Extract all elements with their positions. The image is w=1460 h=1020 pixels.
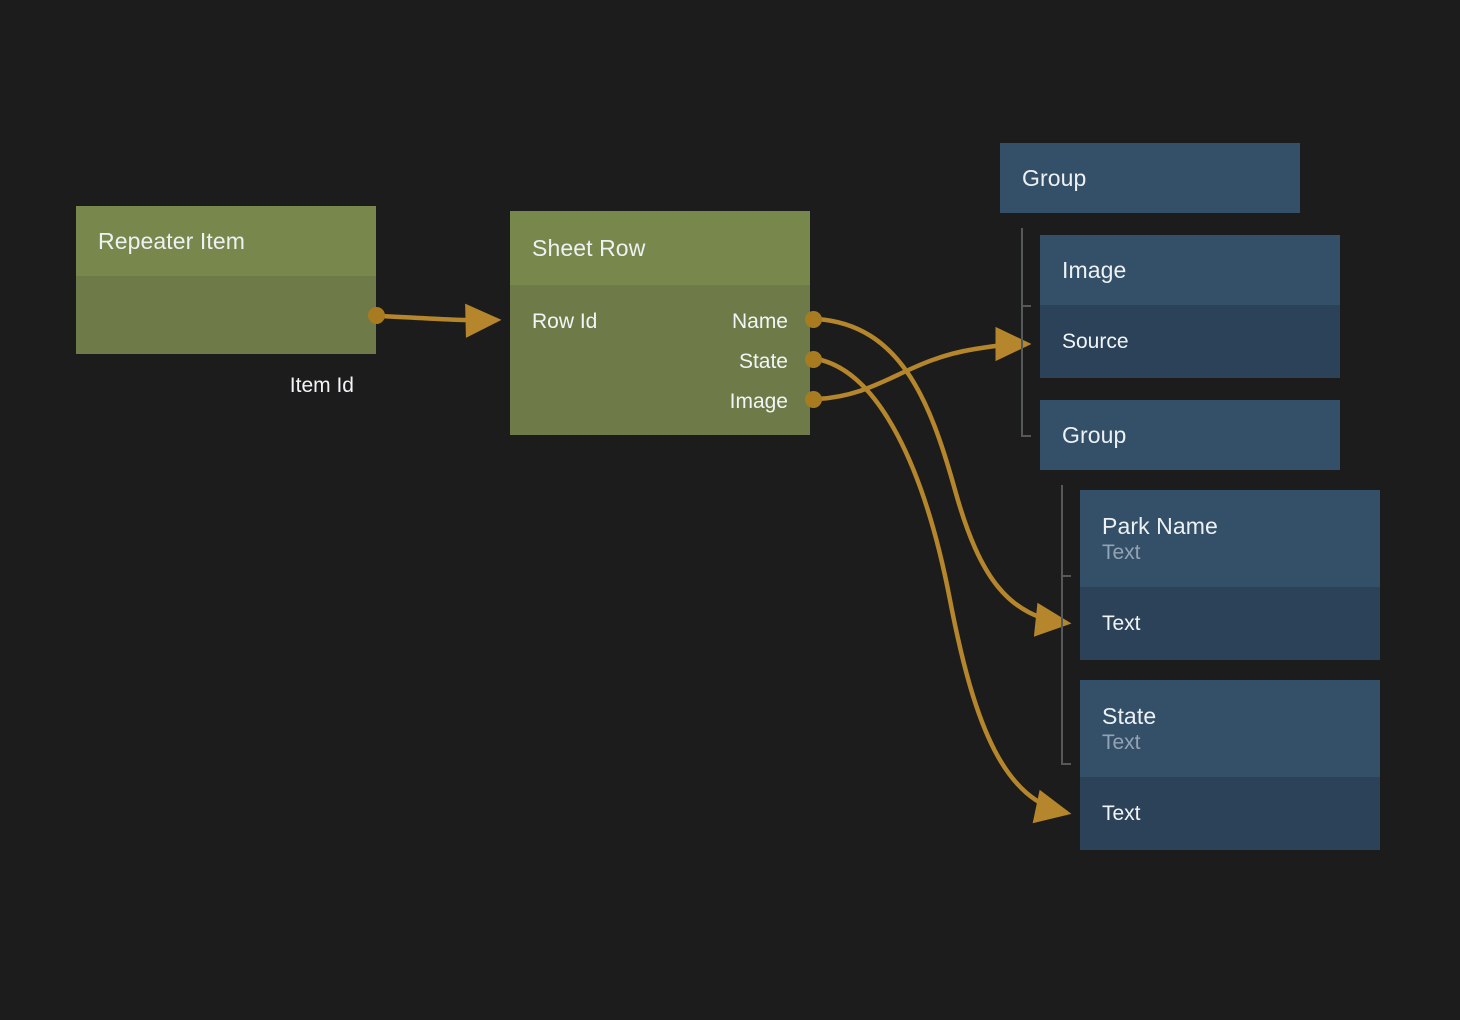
node-repeater-item-body: Item Id (76, 276, 376, 397)
wire-image-to-source (816, 326, 1032, 402)
port-out-item-id[interactable]: Item Id (289, 374, 354, 397)
node-sheet-row[interactable]: Sheet Row Row Id Name State Image (510, 211, 810, 435)
node-repeater-item[interactable]: Repeater Item Item Id (76, 206, 376, 397)
node-group-second[interactable]: Group (1040, 400, 1340, 470)
node-park-name-body: Text (1080, 587, 1380, 660)
node-image-title: Image (1062, 256, 1127, 283)
node-repeater-item-title: Repeater Item (98, 227, 246, 254)
node-repeater-item-header: Repeater Item (76, 206, 376, 276)
tree-line-group-second (1061, 485, 1063, 765)
node-image[interactable]: Image Source (1040, 235, 1340, 378)
port-in-row-id[interactable]: Row Id (532, 310, 598, 333)
node-park-name-header: Park Name Text (1080, 490, 1380, 587)
node-park-name-title: Park Name (1102, 512, 1218, 539)
node-group-top[interactable]: Group (1000, 143, 1300, 213)
tree-stub-image (1021, 305, 1031, 307)
node-state[interactable]: State Text Text (1080, 680, 1380, 850)
node-sheet-row-body: Row Id Name State Image (510, 285, 810, 435)
node-image-body: Source (1040, 305, 1340, 378)
node-state-title: State (1102, 702, 1157, 729)
node-state-header: State Text (1080, 680, 1380, 777)
node-group-top-title: Group (1022, 164, 1087, 191)
port-in-source[interactable]: Source (1062, 330, 1129, 353)
port-out-state[interactable]: State (738, 350, 788, 373)
port-dot-name[interactable] (805, 311, 822, 328)
node-state-subtitle: Text (1102, 730, 1141, 754)
wire-name-to-parkname-text (816, 316, 1072, 637)
port-dot-image[interactable] (805, 391, 822, 408)
tree-line-group-top (1021, 228, 1023, 436)
port-out-image[interactable]: Image (729, 390, 788, 413)
port-dot-state[interactable] (805, 351, 822, 368)
wire-state-to-state-text (816, 356, 1072, 824)
port-in-state-text[interactable]: Text (1102, 802, 1141, 825)
port-in-park-name-text[interactable]: Text (1102, 612, 1141, 635)
node-park-name[interactable]: Park Name Text Text (1080, 490, 1380, 660)
node-state-body: Text (1080, 777, 1380, 850)
node-sheet-row-header: Sheet Row (510, 211, 810, 285)
port-out-name[interactable]: Name (731, 310, 788, 333)
node-group-second-title: Group (1062, 421, 1127, 448)
node-park-name-subtitle: Text (1102, 540, 1141, 564)
node-sheet-row-title: Sheet Row (532, 234, 646, 261)
tree-stub-park-name (1061, 575, 1071, 577)
wire-itemid-to-rowid (378, 303, 502, 338)
node-image-header: Image (1040, 235, 1340, 305)
port-dot-item-id[interactable] (368, 307, 385, 324)
tree-stub-state (1061, 763, 1071, 765)
node-group-top-header: Group (1000, 143, 1300, 213)
tree-stub-group-second (1021, 435, 1031, 437)
node-group-second-header: Group (1040, 400, 1340, 470)
